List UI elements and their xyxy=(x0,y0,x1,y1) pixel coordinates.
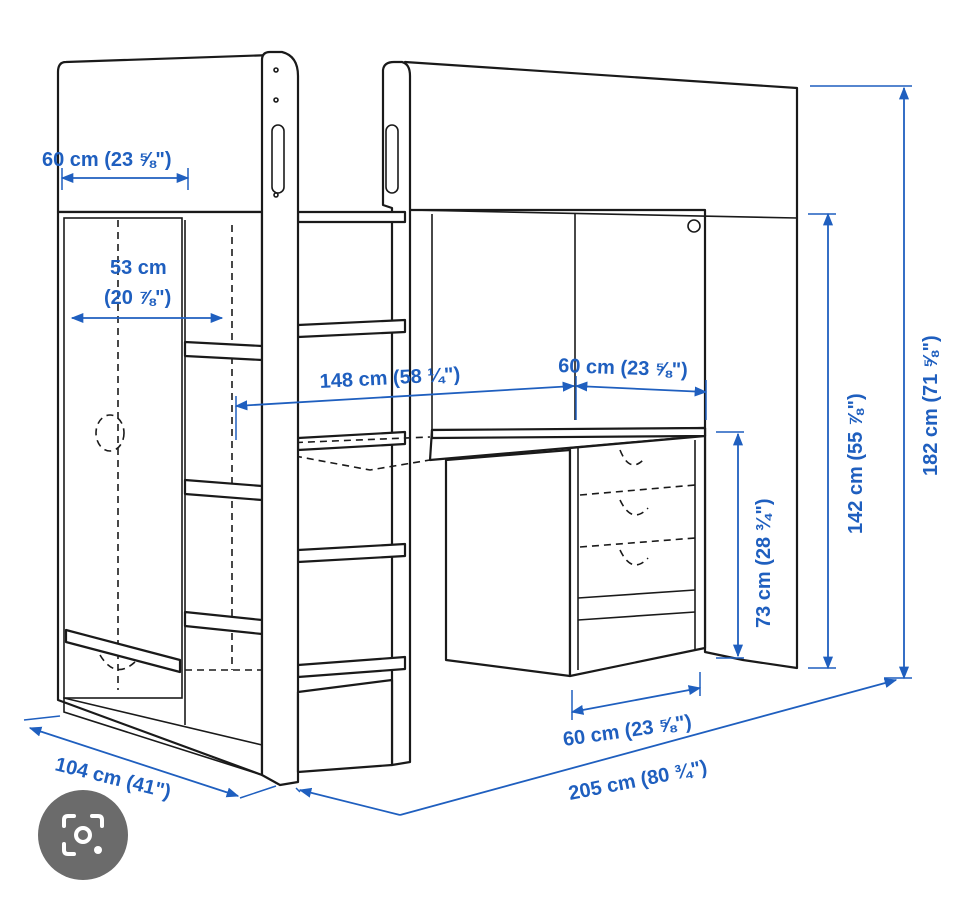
wardrobe-width-label: 60 cm (23 ⅝") xyxy=(42,149,172,171)
desk-depth-label: 60 cm (23 ⅝") xyxy=(558,355,688,382)
wardrobe-unit xyxy=(56,53,294,777)
drawer-width-label: 60 cm (23 ⅝") xyxy=(562,711,693,751)
door-knob-outline xyxy=(95,414,125,452)
desk-depth-line xyxy=(574,381,708,397)
total-length-line xyxy=(298,787,401,816)
ladder-left-rail xyxy=(260,50,300,787)
bolt-hole xyxy=(687,219,701,233)
desk xyxy=(428,426,707,678)
desk-width-line xyxy=(234,381,576,411)
ladder-right-rail xyxy=(381,60,412,767)
clearance-height-label: 142 cm (55 ⅞") xyxy=(845,393,867,534)
drawer-width-line xyxy=(570,685,702,715)
desk-height-label: 73 cm (28 ¾") xyxy=(753,498,775,628)
total-height-label: 182 cm (71 ⅝") xyxy=(920,335,942,476)
wardrobe-inner-width-label-line1: 53 cm xyxy=(110,257,167,279)
camera-lens-icon[interactable] xyxy=(38,790,128,880)
right-end-panel xyxy=(403,60,799,670)
loft-bed-drawing xyxy=(56,50,799,787)
ladder-rungs xyxy=(296,210,407,679)
total-depth-line xyxy=(28,726,240,798)
wardrobe-inner-width-label-line2: (20 ⅞") xyxy=(104,287,171,309)
desk-width-label: 148 cm (58 ¼") xyxy=(319,364,461,393)
lens-glyph xyxy=(62,814,104,856)
